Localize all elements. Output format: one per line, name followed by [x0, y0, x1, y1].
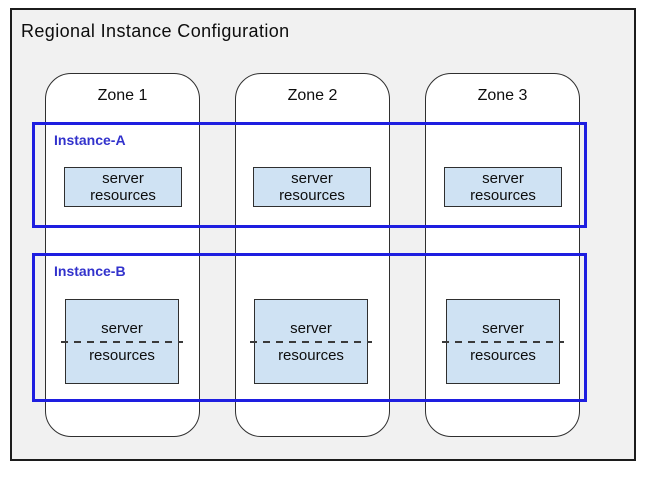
dashed-divider: [61, 340, 183, 343]
instance-b-label: Instance-B: [54, 263, 126, 279]
server-resources-label: server: [102, 170, 144, 187]
server-resources-label: resources: [278, 346, 344, 364]
server-resources-label: resources: [470, 346, 536, 364]
zone-2-label: Zone 2: [287, 87, 338, 104]
server-resources-label: server: [482, 170, 524, 187]
server-resources-box-b1: server resources: [61, 299, 183, 384]
server-resources-box-b2: server resources: [250, 299, 372, 384]
server-resources-label: resources: [90, 187, 156, 204]
diagram-title: Regional Instance Configuration: [21, 21, 290, 41]
server-resources-label: server: [291, 170, 333, 187]
server-resources-box-a3: server resources: [444, 167, 562, 207]
server-resources-label: resources: [279, 187, 345, 204]
dashed-divider: [250, 340, 372, 343]
server-resources-label: server: [482, 319, 524, 337]
server-resources-label: server: [101, 319, 143, 337]
dashed-divider: [442, 340, 564, 343]
zone-1-label: Zone 1: [97, 87, 148, 104]
server-resources-box-a2: server resources: [253, 167, 371, 207]
instance-a-box: Instance-A: [32, 122, 587, 228]
server-resources-box-a1: server resources: [64, 167, 182, 207]
zone-3-label: Zone 3: [477, 87, 528, 104]
server-resources-label: server: [290, 319, 332, 337]
server-resources-box-b3: server resources: [442, 299, 564, 384]
server-resources-label: resources: [470, 187, 536, 204]
server-resources-label: resources: [89, 346, 155, 364]
instance-a-label: Instance-A: [54, 132, 126, 148]
instance-b-box: Instance-B: [32, 253, 587, 402]
